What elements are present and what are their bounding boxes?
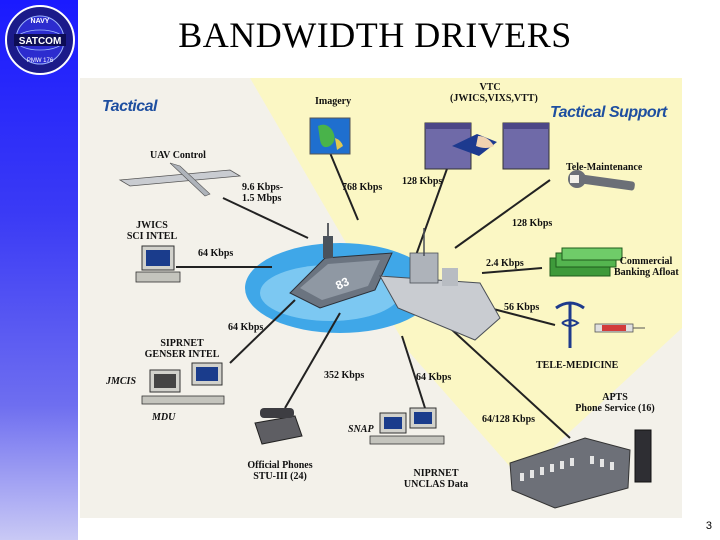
tele-maintenance-label: Tele-Maintenance xyxy=(566,162,643,173)
apts-label-line1: APTS xyxy=(602,392,628,403)
rate-imagery: 768 Kbps xyxy=(342,182,383,193)
commercial-label-line1: Commercial xyxy=(619,256,673,267)
niprnet-label: NIPRNET UNCLAS Data xyxy=(400,468,472,490)
siprnet-label: SIPRNET GENSER INTEL xyxy=(142,338,222,360)
tactical-support-header: Tactical Support xyxy=(550,104,667,121)
link-uav xyxy=(222,197,309,239)
tele-medicine-label: TELE-MEDICINE xyxy=(536,360,619,371)
diagram-canvas: 83 xyxy=(118,78,682,509)
rate-apts: 64/128 Kbps xyxy=(482,414,536,425)
rate-niprnet: 64 Kbps xyxy=(416,372,452,383)
commercial-label-line2: Banking Afloat xyxy=(614,267,679,278)
apts-label: APTS Phone Service (16) xyxy=(568,392,662,414)
jwics-computer-icon xyxy=(135,245,181,283)
niprnet-computers-icon xyxy=(369,407,445,445)
link-phones xyxy=(284,312,341,409)
vtc-label-line2: (JWICS,VIXS,VTT) xyxy=(450,93,538,104)
jmcis-label: JMCIS xyxy=(106,376,137,387)
phones-label: Official Phones STU-III (24) xyxy=(240,460,320,482)
sidebar-gradient xyxy=(0,0,78,540)
jwics-label-line1: JWICS xyxy=(136,220,168,231)
link-niprnet xyxy=(401,335,426,409)
uav-label: UAV Control xyxy=(150,150,206,161)
bandwidth-diagram: 83 xyxy=(80,78,682,518)
uav-drone-icon xyxy=(118,162,242,197)
rate-uav-line2: 1.5 Mbps xyxy=(242,193,282,204)
link-tele-maint xyxy=(454,179,551,249)
rate-tele-maintenance: 128 Kbps xyxy=(512,218,553,229)
rate-siprnet: 64 Kbps xyxy=(228,322,264,333)
vtc-servers-icon xyxy=(424,122,550,170)
svg-text:SATCOM: SATCOM xyxy=(19,36,62,47)
imagery-label: Imagery xyxy=(315,96,352,107)
link-apts xyxy=(449,327,571,439)
phones-label-line2: STU-III (24) xyxy=(253,471,307,482)
money-stack-icon xyxy=(549,247,623,277)
vtc-label-line1: VTC xyxy=(479,82,501,93)
apts-label-line2: Phone Service (16) xyxy=(575,403,655,414)
siprnet-label-line2: GENSER INTEL xyxy=(144,349,220,360)
link-siprnet xyxy=(229,299,296,364)
aircraft-carrier-icon: 83 xyxy=(289,223,393,309)
niprnet-label-line2: UNCLAS Data xyxy=(403,479,469,490)
commercial-banking-label: Commercial Banking Afloat xyxy=(614,256,679,278)
vtc-label: VTC (JWICS,VIXS,VTT) xyxy=(450,82,538,104)
svg-text:PMW 176: PMW 176 xyxy=(27,58,54,64)
rate-uav-line1: 9.6 Kbps- xyxy=(242,182,284,193)
svg-text:83: 83 xyxy=(333,274,351,292)
niprnet-label-line1: NIPRNET xyxy=(413,468,459,479)
rate-commercial: 2.4 Kbps xyxy=(486,258,524,269)
siprnet-computers-icon xyxy=(141,362,225,405)
rate-jwics: 64 Kbps xyxy=(198,248,234,259)
phones-label-line1: Official Phones xyxy=(247,460,313,471)
svg-text:NAVY: NAVY xyxy=(31,18,50,25)
siprnet-label-line1: SIPRNET xyxy=(160,338,204,349)
caduceus-icon xyxy=(555,301,585,348)
wrench-icon xyxy=(568,170,635,191)
jwics-label-line2: SCI INTEL xyxy=(126,231,178,242)
slide-title: BANDWIDTH DRIVERS xyxy=(178,15,572,55)
syringe-icon xyxy=(594,323,645,333)
apts-building-icon xyxy=(509,429,652,509)
page-number: 3 xyxy=(705,520,712,532)
frigate-ship-icon xyxy=(379,228,501,341)
rate-uav: 9.6 Kbps- 1.5 Mbps xyxy=(242,182,283,204)
link-commercial xyxy=(481,267,543,274)
snap-label: SNAP xyxy=(348,424,374,435)
rate-tele-medicine: 56 Kbps xyxy=(504,302,540,313)
link-imagery xyxy=(327,147,359,221)
rate-vtc: 128 Kbps xyxy=(402,176,443,187)
imagery-map-icon xyxy=(309,117,351,155)
jwics-label: JWICS SCI INTEL xyxy=(122,220,182,242)
mdu-label: MDU xyxy=(152,412,176,423)
telephone-icon xyxy=(254,408,303,445)
rate-phones: 352 Kbps xyxy=(324,370,365,381)
link-vtc xyxy=(414,165,449,259)
navy-satcom-logo: NAVY SATCOM PMW 176 xyxy=(5,5,75,75)
tactical-header: Tactical xyxy=(102,98,158,115)
